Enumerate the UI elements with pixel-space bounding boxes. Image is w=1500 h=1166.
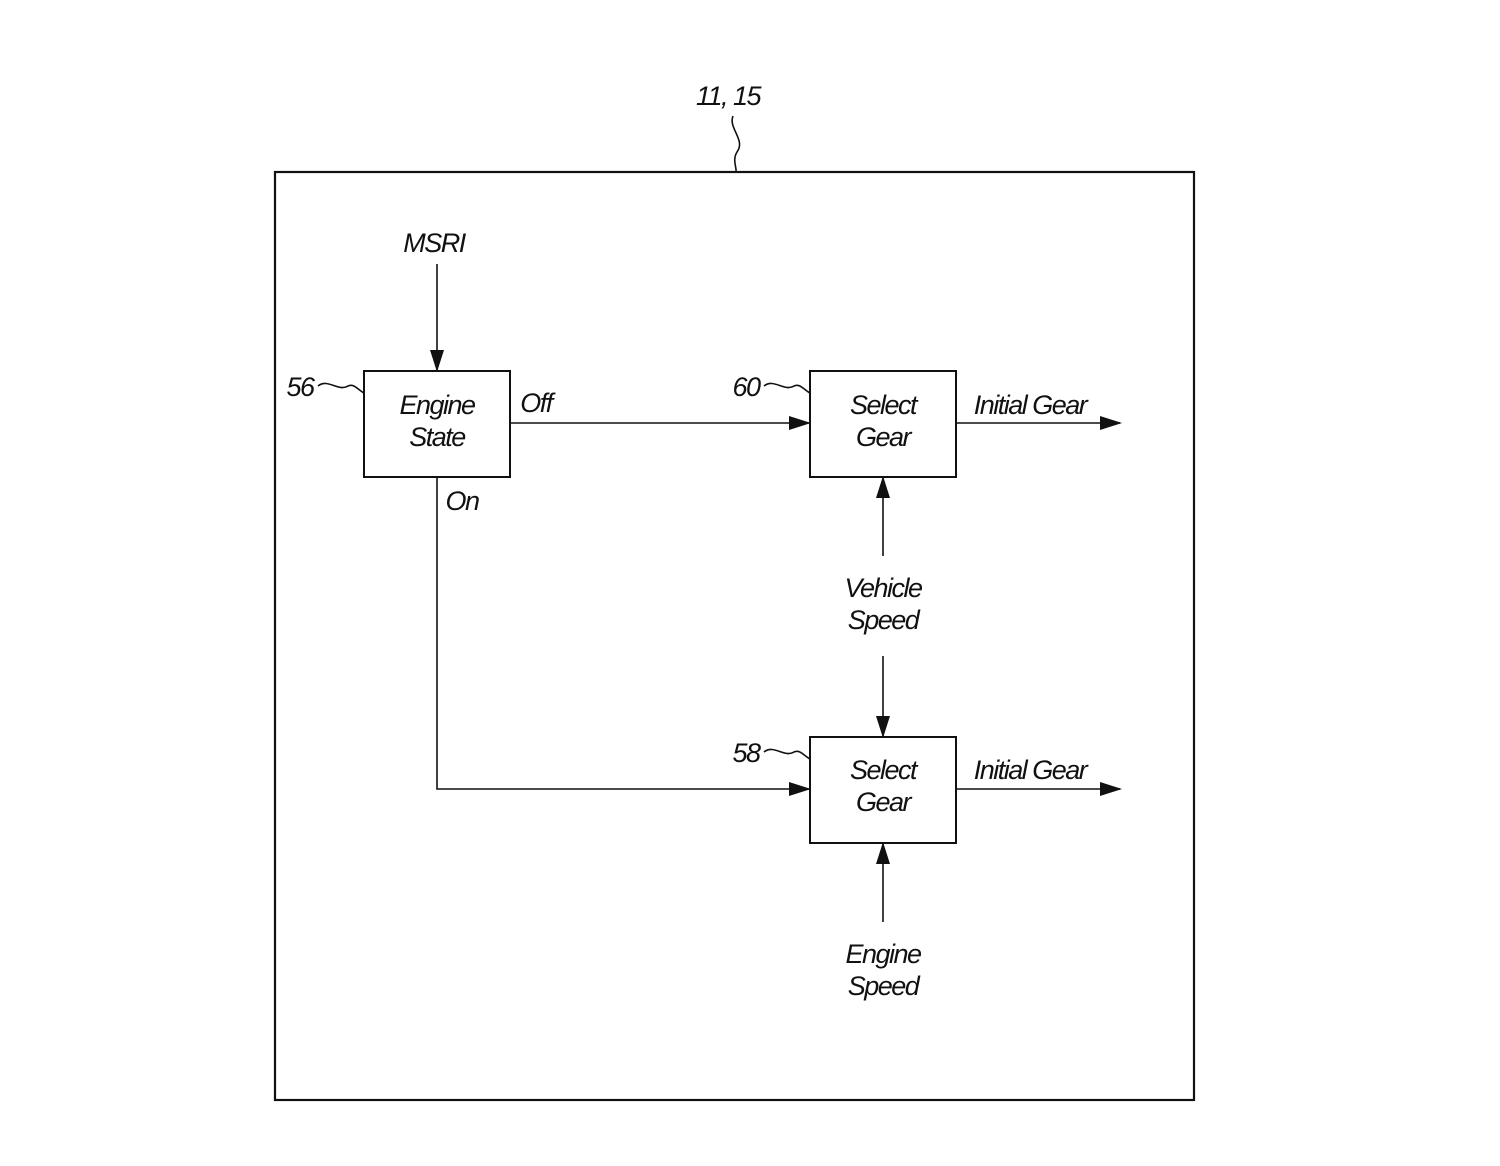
engine-speed-line2: Speed <box>848 971 921 1001</box>
select-gear-off-block <box>809 370 957 478</box>
select-gear-on-block <box>809 736 957 844</box>
off-branch-label: Off <box>520 388 556 418</box>
msri-label: MSRI <box>403 228 466 258</box>
initial-gear-top-label: Initial Gear <box>974 390 1089 420</box>
select-gear-on-leader <box>763 748 811 760</box>
select-gear-on-line2: Gear <box>856 787 913 817</box>
engine-state-leader <box>317 382 365 394</box>
select-gear-off-line1: Select <box>850 390 919 420</box>
on-branch-arrow <box>436 477 811 796</box>
frame-ref-leader <box>731 115 741 173</box>
engine-state-line1: Engine <box>399 390 476 420</box>
engine-state-line2: State <box>409 422 466 452</box>
on-branch-label: On <box>445 486 479 516</box>
select-gear-on-ref: 58 <box>732 738 761 768</box>
outer-frame <box>273 170 1196 1102</box>
select-gear-on-line1: Select <box>850 755 919 785</box>
engine-state-ref: 56 <box>286 372 316 402</box>
select-gear-off-leader <box>763 382 811 394</box>
select-gear-off-ref: 60 <box>732 372 761 402</box>
initial-gear-bottom-label: Initial Gear <box>974 755 1089 785</box>
vehicle-speed-line1: Vehicle <box>844 573 923 603</box>
select-gear-off-line2: Gear <box>856 422 913 452</box>
frame-ref-label: 11, 15 <box>696 81 763 111</box>
vehicle-speed-line2: Speed <box>848 605 921 635</box>
engine-speed-line1: Engine <box>845 939 922 969</box>
